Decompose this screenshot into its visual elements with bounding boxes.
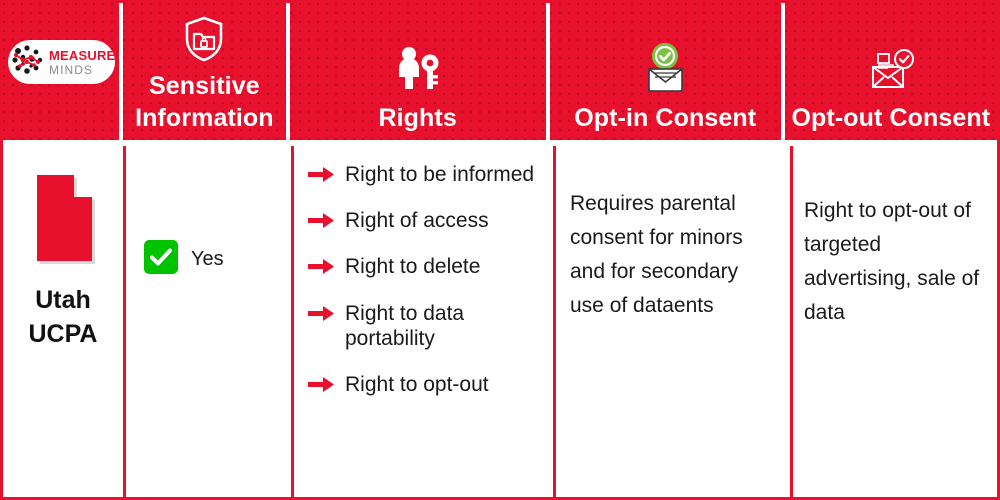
green-check-box-icon [144,240,178,279]
right-label: Right to data portability [345,301,465,350]
list-item: Right to opt-out [308,372,545,397]
red-arrow-icon [308,213,334,233]
red-arrow-icon [308,305,334,326]
list-item: Right to data portability [308,301,545,351]
right-label: Right to delete [345,255,481,279]
logo-minds-text: MINDS [49,62,94,77]
right-label: Right to be informed [345,163,535,186]
cell-state: Utah UCPA [3,146,123,497]
cell-opt-in-consent: Requires parental consent for minors and… [553,146,790,497]
table-row: Utah UCPA Yes [3,146,997,497]
cell-opt-out-consent: Right to opt-out of targeted advertising… [790,146,997,497]
logo-wordmark: MEASURE MINDS [49,49,115,76]
cell-rights: Right to be informed Right of access [291,146,553,497]
utah-state-shape [31,171,95,270]
envelope-green-check-pin-icon [637,41,693,100]
rights-list: Right to be informed Right of access [294,146,553,397]
red-arrow-icon [308,167,334,187]
list-item: Right to be informed [308,162,545,187]
shield-folder-lock-icon [183,15,225,68]
cell-sensitive-information: Yes [123,146,291,497]
right-label: Right of access [345,209,489,233]
state-law-abbreviation: UCPA [28,319,98,348]
opt-out-consent-text: Right to opt-out of targeted advertising… [804,199,980,325]
header-label-sensitive-information: Sensitive Information [135,72,274,132]
header-label-rights: Rights [378,104,457,132]
logo-measure-text: MEASURE [49,47,116,63]
sensitive-information-value: Yes [191,248,224,270]
right-label: Right to opt-out [345,372,489,396]
red-arrow-icon [308,259,334,279]
table-header-row: MEASURE MINDS Sensitive Information [3,3,997,140]
person-key-icon [392,45,444,100]
header-cell-opt-in-consent: Opt-in Consent [549,3,781,140]
measure-minds-logo: MEASURE MINDS [8,40,115,84]
opt-in-consent-text: Requires parental consent for minors and… [570,192,743,318]
state-name: Utah [35,286,91,314]
header-label-opt-in-consent: Opt-in Consent [574,104,757,132]
list-item: Right to delete [308,254,545,279]
envelope-circle-check-icon [865,47,917,100]
header-cell-brand: MEASURE MINDS [3,3,120,140]
red-arrow-icon [308,376,334,397]
header-cell-rights: Rights [289,3,546,140]
header-cell-opt-out-consent: Opt-out Consent [784,3,997,140]
list-item: Right of access [308,208,545,233]
header-cell-sensitive-information: Sensitive Information [123,3,286,140]
network-nodes-icon [10,42,46,83]
header-label-opt-out-consent: Opt-out Consent [791,104,991,132]
